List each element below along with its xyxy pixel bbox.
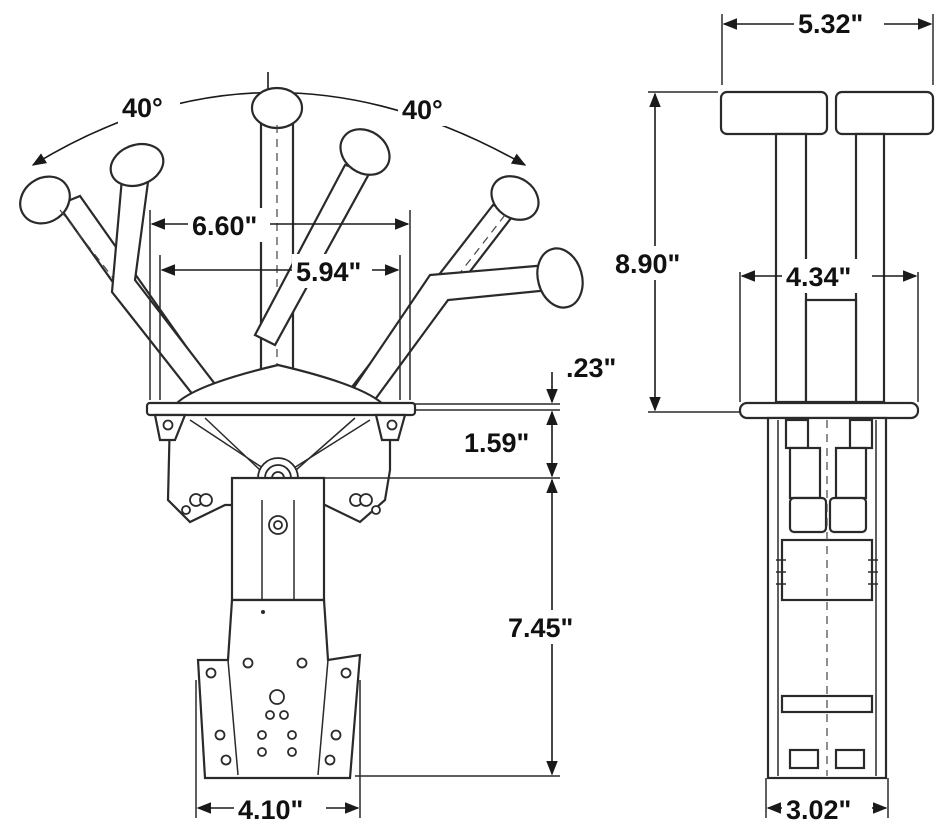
label-angle-right: 40°: [402, 95, 443, 125]
side-view: [648, 14, 935, 818]
label-width-outer: 6.60": [192, 211, 257, 241]
label-angle-left: 40°: [122, 93, 163, 123]
label-flange-width: 4.34": [786, 262, 851, 292]
label-handle-span: 5.32": [798, 9, 863, 39]
label-flange-thickness: .23": [566, 353, 616, 383]
side-handle-left: [719, 90, 829, 136]
base-plate-holes: [205, 657, 352, 766]
side-flange: [738, 401, 920, 420]
label-width-inner: 5.94": [296, 257, 361, 287]
label-pivot-offset: 1.59": [464, 428, 529, 458]
label-overall-height: 8.90": [615, 249, 680, 279]
label-body-length: 7.45": [508, 613, 573, 643]
label-base-width: 4.10": [238, 795, 303, 825]
mounting-flange: [145, 401, 417, 417]
side-handle-right: [834, 90, 935, 136]
front-view: [19, 72, 584, 818]
label-body-width: 3.02": [786, 795, 851, 825]
lower-housing: [196, 598, 362, 780]
